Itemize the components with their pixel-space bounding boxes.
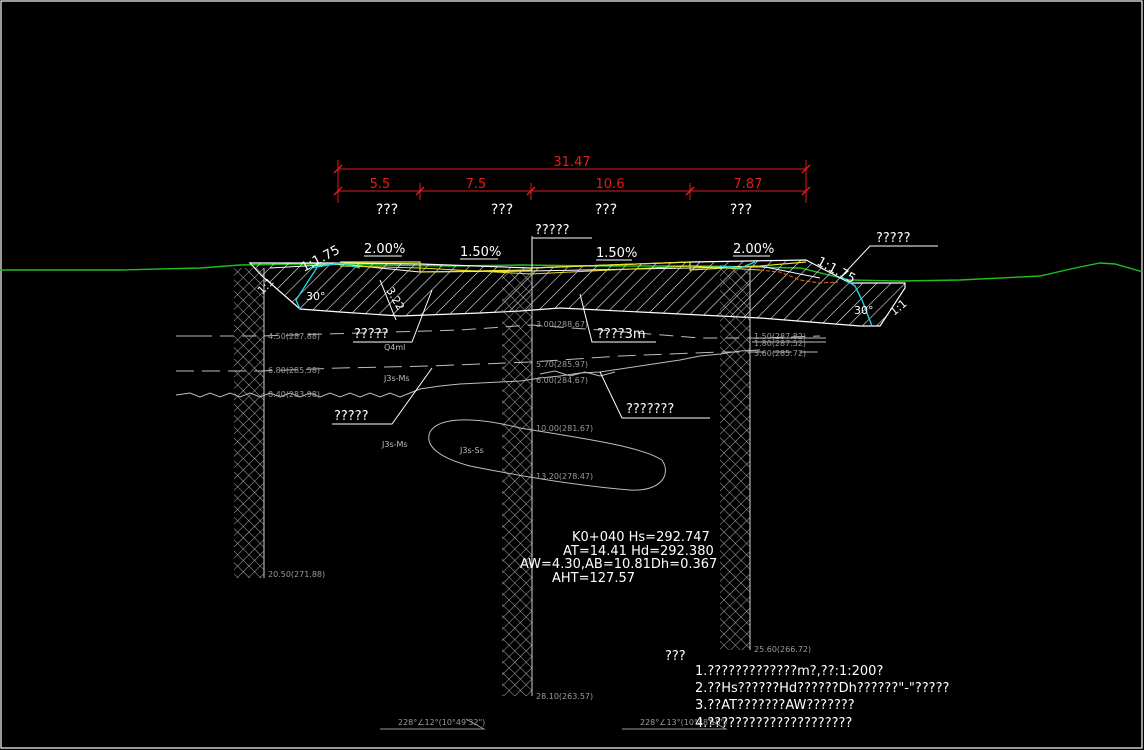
segment-4-dimension: 7.87: [734, 177, 763, 192]
bearing-left: 228°∠12°(10°49'32"): [398, 718, 485, 727]
borehole-right: [720, 268, 750, 650]
left-grade: 2.00%: [364, 242, 405, 257]
callout-center-top: ?????: [535, 223, 570, 238]
bh-right-depth-4: 25.60(266.72): [754, 645, 811, 654]
borehole-center: [502, 270, 532, 696]
bh-center-depth-4: 10.00(281.67): [536, 424, 593, 433]
segment-3-label: ???: [595, 202, 617, 218]
callout-center-mid: ????3m: [597, 327, 646, 342]
segment-1-label: ???: [376, 202, 398, 218]
borehole-left: [234, 268, 264, 578]
bh-right-depth-3: 3.60(285.72): [754, 349, 806, 358]
bh-left-depth-1: 4.50(287.88): [268, 332, 320, 341]
callout-leader-center-top: [531, 237, 592, 268]
weathering-line: [175, 349, 761, 398]
segment-2-label: ???: [491, 202, 513, 218]
callout-leader-left-mid: [353, 289, 433, 343]
station-line-3: AW=4.30,AB=10.81Dh=0.367: [520, 557, 717, 572]
bh-center-depth-2: 5.70(285.97): [536, 360, 588, 369]
notes-line-3: 3.??AT???????AW???????: [695, 698, 855, 713]
sandstone-lens: [428, 419, 666, 491]
bh-center-depth-5: 13.20(278.47): [536, 472, 593, 481]
callout-leader-left-low: [332, 367, 433, 425]
dimension-chain: 31.47 5.5 7.5 10.6 7.87: [333, 155, 811, 203]
geology-ms-label-2: J3s-Ms: [381, 440, 408, 449]
notes-line-4: 4.?????????????????????: [695, 716, 852, 731]
notes-line-2: 2.??Hs??????Hd??????Dh??????"-"?????: [695, 681, 949, 696]
notes-line-1: 1.?????????????m?,??:1:200?: [695, 664, 883, 679]
center-right-grade: 1.50%: [596, 246, 637, 261]
callout-leader-right-top: [839, 245, 938, 279]
callout-leader-center-low: [599, 371, 710, 419]
geology-q-label: Q4ml: [384, 343, 405, 352]
segment-3-dimension: 10.6: [596, 177, 625, 192]
bh-left-depth-2: 6.80(285.58): [268, 366, 320, 375]
station-line-4: AHT=127.57: [552, 571, 635, 586]
geology-ms-label-1: J3s-Ms: [383, 374, 410, 383]
total-width-label: 31.47: [553, 155, 590, 170]
bh-right-depth-1: 1.50(287.82): [754, 332, 806, 341]
bh-center-depth-1: 3.00(288.67): [536, 320, 588, 329]
stratum-boundary-1: [176, 324, 821, 339]
callout-left-low: ?????: [334, 409, 369, 424]
segment-4-label: ???: [730, 202, 752, 218]
bh-center-depth-6: 28.10(263.57): [536, 692, 593, 701]
callout-leader-center-mid: [579, 293, 656, 343]
station-line-1: K0+040 Hs=292.747: [572, 530, 710, 545]
center-left-grade: 1.50%: [460, 245, 501, 260]
bh-left-depth-3: 8.40(283.98): [268, 390, 320, 399]
notes-title: ???: [665, 649, 686, 664]
bh-center-depth-3: 6.00(284.67): [536, 376, 588, 385]
callout-right-top: ?????: [876, 231, 911, 246]
right-angle: 30°: [854, 304, 874, 317]
right-grade: 2.00%: [733, 242, 774, 257]
bearing-right: 228°∠13°(10°48'16"): [640, 718, 727, 727]
stratum-boundary-2: [176, 351, 820, 372]
geology-ss-label: J3s-Ss: [459, 446, 484, 455]
segment-1-dimension: 5.5: [370, 177, 391, 192]
segment-2-dimension: 7.5: [466, 177, 487, 192]
bh-left-depth-4: 20.50(271.88): [268, 570, 325, 579]
left-angle: 30°: [306, 290, 326, 303]
bh-right-depth-2: 1.80(287.52): [754, 339, 806, 348]
callout-center-low: ???????: [626, 402, 674, 417]
callout-left-mid: ?????: [354, 327, 389, 342]
station-line-2: AT=14.41 Hd=292.380: [563, 544, 714, 559]
